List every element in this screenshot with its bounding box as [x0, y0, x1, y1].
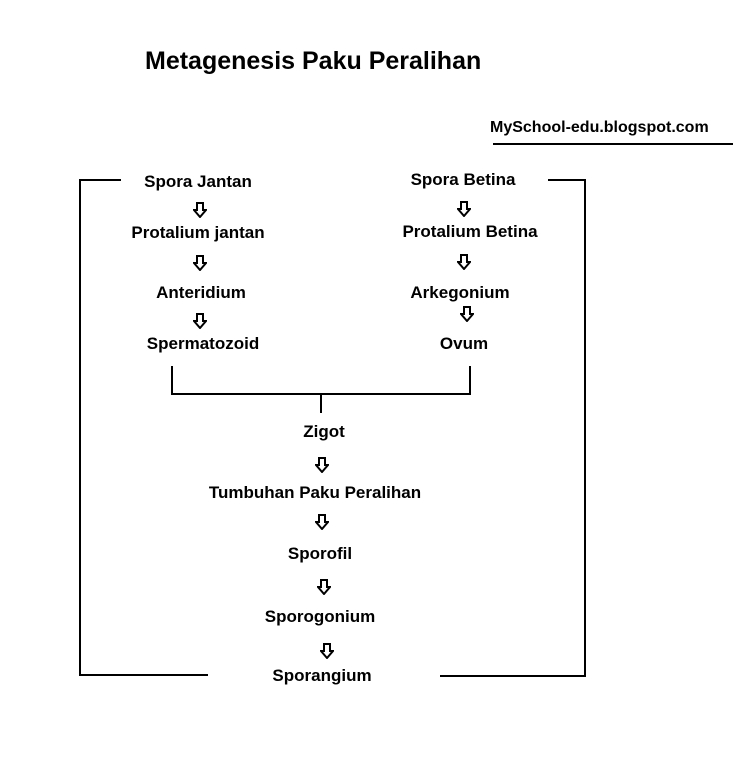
node-sporogonium: Sporogonium — [264, 607, 376, 626]
down-arrow-icon — [317, 579, 331, 595]
join-line-stem — [320, 393, 322, 413]
node-sporangium: Sporangium — [272, 666, 372, 685]
node-zigot: Zigot — [303, 422, 345, 441]
node-sporofil: Sporofil — [287, 544, 353, 563]
node-anteridium: Anteridium — [156, 283, 246, 302]
source-credit: MySchool-edu.blogspot.com — [490, 119, 709, 136]
cycle-line-left-top — [79, 179, 121, 181]
down-arrow-icon — [315, 457, 329, 473]
join-line-left — [171, 366, 173, 395]
cycle-line-right-top — [548, 179, 586, 181]
down-arrow-icon — [457, 254, 471, 270]
diagram-title: Metagenesis Paku Peralihan — [145, 47, 482, 75]
node-protalium-betina: Protalium Betina — [402, 222, 538, 241]
cycle-line-left-vertical — [79, 179, 81, 676]
node-ovum: Ovum — [439, 334, 489, 353]
node-protalium-jantan: Protalium jantan — [131, 223, 265, 242]
node-tumbuhan-paku-peralihan: Tumbuhan Paku Peralihan — [208, 483, 422, 502]
join-line-right — [469, 366, 471, 395]
node-spora-betina: Spora Betina — [410, 170, 516, 189]
node-arkegonium: Arkegonium — [410, 283, 510, 302]
node-spora-jantan: Spora Jantan — [144, 172, 252, 191]
down-arrow-icon — [193, 255, 207, 271]
cycle-line-right-vertical — [584, 179, 586, 677]
down-arrow-icon — [193, 202, 207, 218]
node-spermatozoid: Spermatozoid — [146, 334, 260, 353]
cycle-line-right-bottom — [440, 675, 586, 677]
source-underline — [493, 143, 733, 145]
down-arrow-icon — [315, 514, 329, 530]
down-arrow-icon — [193, 313, 207, 329]
down-arrow-icon — [457, 201, 471, 217]
down-arrow-icon — [320, 643, 334, 659]
cycle-line-left-bottom — [79, 674, 208, 676]
down-arrow-icon — [460, 306, 474, 322]
